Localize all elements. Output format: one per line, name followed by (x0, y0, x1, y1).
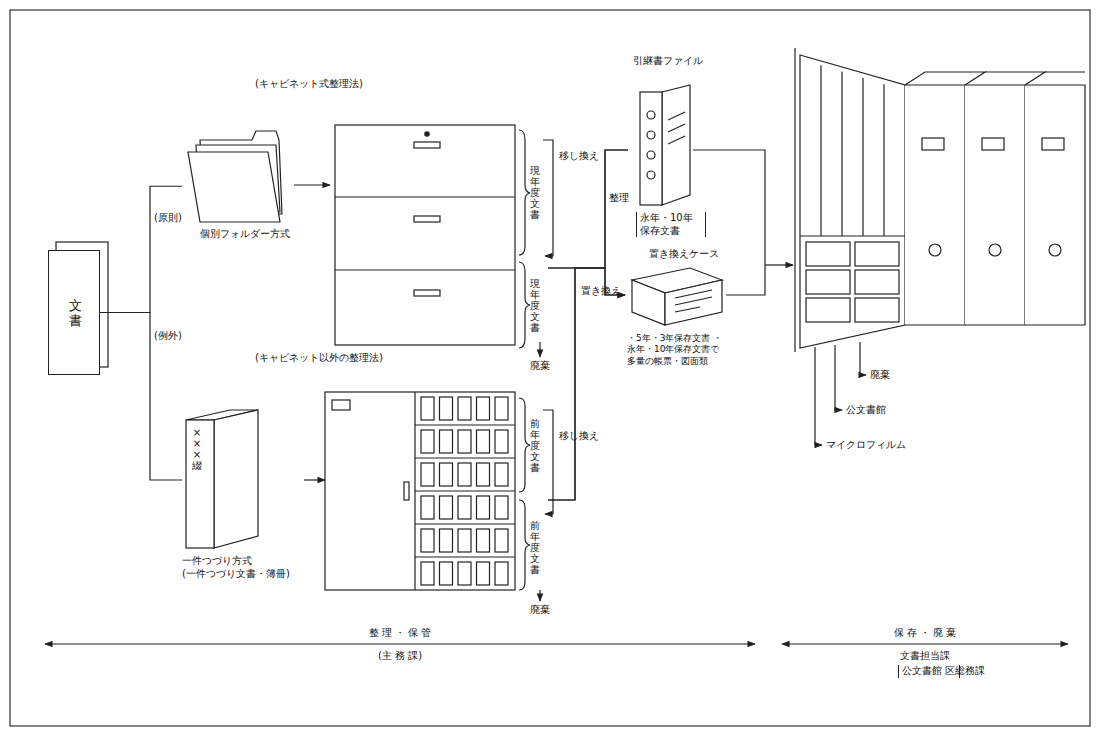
transfer-label: 移し換え (559, 430, 569, 443)
method-label: 個別フォルダー方式 (200, 228, 290, 241)
transfer-file-node: 引継書ファイル永年・10年 保存文書 (628, 52, 710, 248)
phase-label: 整 理 ・ 保 管 (369, 627, 432, 640)
bracket-label: 現年度文書 (530, 165, 540, 220)
output-label: 廃棄 (870, 369, 890, 382)
flow-connector (294, 184, 330, 185)
method-heading: (キャビネット以外の整理法) (255, 352, 383, 365)
output-line (815, 347, 822, 445)
output-label: 公文書館 (846, 404, 886, 417)
method-label: 一件つづり方式 (一件つづり文書・簿冊) (182, 555, 300, 580)
flow-line (693, 150, 765, 295)
bracket-label: 前年度文書 (530, 418, 540, 473)
flow-connector (548, 150, 628, 268)
phase-label: 保 存 ・ 廃 棄 (894, 627, 957, 640)
flow-connector (548, 150, 628, 500)
output-line (835, 345, 842, 410)
bracket-label: 現年度文書 (530, 278, 540, 333)
phase-arrow (45, 643, 755, 644)
flow-connector (548, 268, 625, 500)
archive-shelves (795, 48, 1085, 352)
flow-arrow (765, 264, 793, 265)
transfer-file (640, 85, 690, 205)
edge-label: (原則) (154, 212, 164, 225)
frame (10, 10, 1090, 726)
filing-cabinet (335, 125, 553, 357)
folder-illustration (188, 131, 282, 222)
output-line (860, 342, 866, 375)
department-label: 文書担当課 (900, 650, 950, 663)
case-heading: 置き換えケース (649, 248, 719, 261)
flow-label: 置き換え (581, 285, 591, 298)
filing-cabinet-node: 現年度文書現年度文書 (330, 118, 548, 353)
flow-label: 整理 (609, 192, 619, 205)
flow-connector (100, 313, 182, 481)
folder-method: 個別フォルダー方式 (182, 128, 294, 245)
disposal-label: 廃棄 (530, 360, 550, 373)
storage-case (632, 268, 722, 325)
phase-arrow (782, 643, 1068, 644)
document-box: 文書 (48, 250, 100, 375)
department-label: 公文書館 区総務課 (898, 665, 960, 678)
retention-note: 永年・10年 保存文書 (636, 212, 706, 237)
file-heading: 引継書ファイル (633, 55, 703, 68)
method-heading: (キャビネット式整理法) (255, 78, 363, 91)
storage-case-node: 置き換えケース・5年・3年保存文書 ・永年・10年保存文書で 多量の帳票・図面類 (625, 248, 745, 388)
flow-connector (100, 186, 182, 312)
disposal-label: 廃棄 (530, 604, 550, 617)
department-label: (主 務 課) (378, 650, 422, 663)
retention-note: ・5年・3年保存文書 ・永年・10年保存文書で 多量の帳票・図面類 (627, 333, 741, 367)
output-label: マイクロフィルム (826, 439, 906, 452)
document-label: 文書 (69, 299, 82, 328)
storage-cabinet-node: 前年度文書前年度文書 (325, 390, 548, 595)
binder-method: ×××綴一件つづり方式 (一件つづり文書・簿冊) (182, 405, 304, 590)
bracket-label: 前年度文書 (530, 520, 540, 575)
storage-cabinet (325, 392, 553, 601)
flow-connector (304, 479, 325, 480)
spine-label: ×××綴 (192, 427, 202, 471)
edge-label: (例外) (154, 330, 164, 343)
binder-illustration (186, 410, 258, 548)
transfer-label: 移し換え (559, 150, 569, 163)
